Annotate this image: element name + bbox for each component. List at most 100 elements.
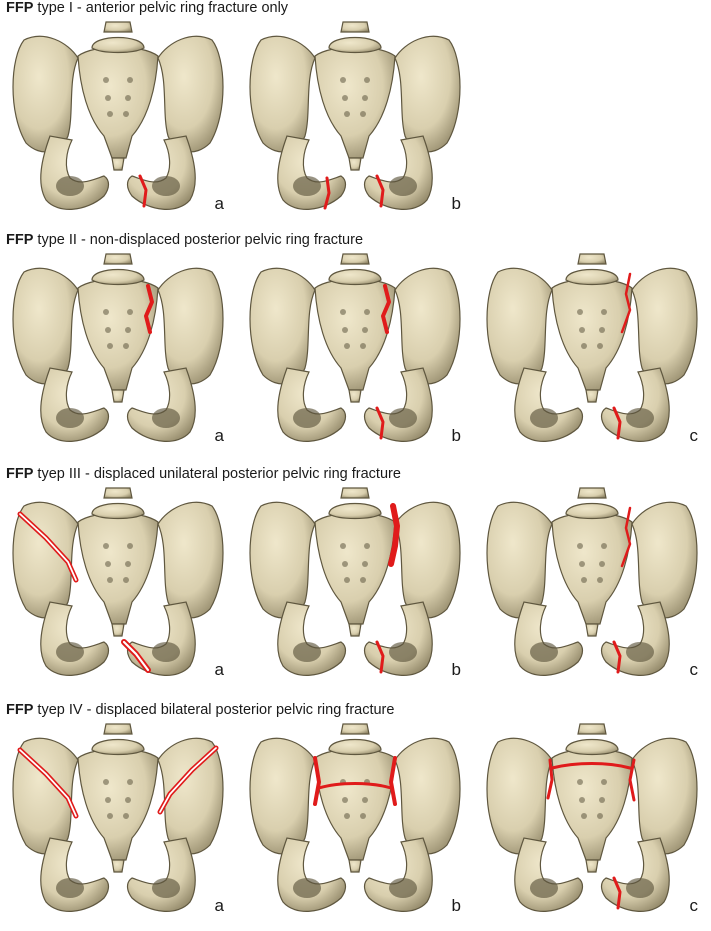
left-obturator-foramen [293,408,321,428]
sacral-foramen [362,561,368,567]
title-text: type I - anterior pelvic ring fracture o… [33,0,289,16]
spinal-process [577,487,607,499]
panel-label: c [689,660,699,679]
fracture-line [381,284,391,334]
title-text: tyep III - displaced unilateral posterio… [33,466,401,482]
title-prefix: FFP [6,466,34,482]
coccyx [348,157,362,171]
pelvis-illustration [249,723,461,912]
coccyx [348,859,362,873]
fracture-line [620,272,632,334]
sacral-foramen [344,111,350,117]
sacrum [551,278,633,391]
coccyx [348,389,362,403]
spinal-process [340,21,370,33]
title-text: type II - non-displaced posterior pelvic… [33,232,364,248]
lumbar-vertebra [328,37,382,54]
left-ilium [486,501,553,619]
pelvis-panel: c [480,484,704,684]
sacrum [77,278,159,391]
lumbar-vertebra [91,269,145,286]
left-ilium [12,35,79,153]
left-ilium [249,267,316,385]
left-obturator-foramen [56,176,84,196]
lumbar-vertebra [328,269,382,286]
sacrum [77,748,159,861]
section-title-type-3: FFP tyep III - displaced unilateral post… [6,466,401,482]
sacral-foramen [103,77,109,83]
left-pubic-ramus [277,601,347,676]
pelvis-panel: c [480,250,704,450]
fracture-line [138,174,148,208]
lumbar-vertebra [91,739,145,756]
right-obturator-foramen [626,878,654,898]
right-ilium [394,267,461,385]
panel-label: a [214,194,224,213]
right-pubic-ramus [363,601,433,676]
fracture-line [546,758,554,800]
sacral-foramen [123,577,129,583]
lumbar-vertebra [565,739,619,756]
fracture-line [389,756,397,806]
coccyx [585,389,599,403]
coccyx [348,623,362,637]
sacral-foramen [340,543,346,549]
right-obturator-foramen [389,642,417,662]
left-obturator-foramen [530,642,558,662]
lumbar-vertebra [328,739,382,756]
spinal-process [103,21,133,33]
fracture-line [375,406,385,440]
panel-label: b [451,194,461,213]
pelvis-panel: a [6,720,230,920]
sacral-foramen [579,797,585,803]
right-pubic-ramus [126,837,196,912]
right-obturator-foramen [152,408,180,428]
pelvis-illustration [486,723,698,912]
sacral-foramen [577,779,583,785]
right-ilium [631,737,698,855]
pelvis-illustration [249,253,461,442]
pelvis-illustration [486,253,698,442]
right-obturator-foramen [389,408,417,428]
left-pubic-ramus [514,601,584,676]
sacral-foramen [581,577,587,583]
fracture-line [612,406,622,440]
sacral-foramen [344,577,350,583]
sacral-foramen [362,95,368,101]
pelvis-panel: b [243,18,467,218]
right-obturator-foramen [626,408,654,428]
sacrum [314,512,396,625]
section-title-type-2: FFP type II - non-displaced posterior pe… [6,232,363,248]
sacral-foramen [342,327,348,333]
sacral-foramen [577,543,583,549]
pelvis-illustration [12,21,224,210]
sacral-foramen [105,797,111,803]
right-obturator-foramen [389,176,417,196]
panel-label: c [689,426,699,445]
left-pubic-ramus [514,367,584,442]
left-obturator-foramen [530,408,558,428]
sacral-foramen [103,779,109,785]
sacral-foramen [342,95,348,101]
sacral-foramen [597,813,603,819]
sacral-foramen [125,797,131,803]
right-obturator-foramen [152,176,180,196]
fracture-line [317,782,393,790]
sacral-foramen [599,561,605,567]
sacral-foramen [123,343,129,349]
fracture-line [323,176,331,210]
right-pubic-ramus [126,367,196,442]
sacral-foramen [581,343,587,349]
sacral-foramen [364,309,370,315]
sacral-foramen [125,327,131,333]
sacrum [314,46,396,159]
sacral-foramen [362,327,368,333]
lumbar-vertebra [91,37,145,54]
sacral-foramen [360,111,366,117]
spinal-process [340,487,370,499]
pelvis-panel: a [6,18,230,218]
sacral-foramen [127,779,133,785]
sacral-foramen [577,309,583,315]
spinal-process [103,487,133,499]
right-obturator-foramen [152,878,180,898]
